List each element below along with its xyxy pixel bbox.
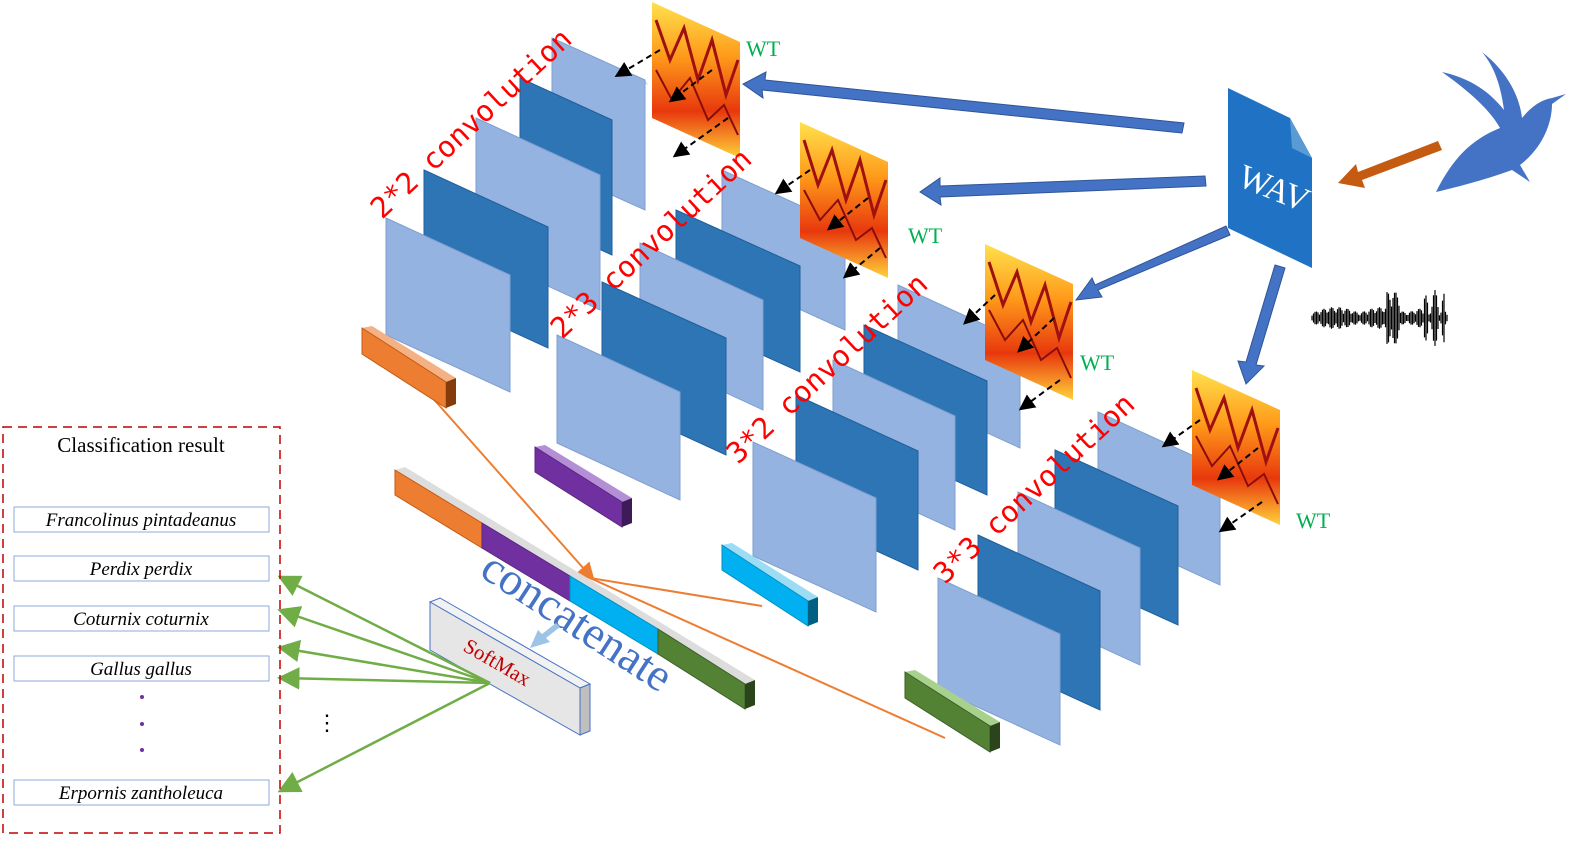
feature-vector-green: [904, 670, 1000, 753]
feature-map-light: [937, 577, 1061, 746]
species-item: Erpornis zantholeuca: [13, 779, 270, 806]
arrow-to-spectrogram-2: [919, 175, 1207, 206]
arrow-to-spectrogram-4: [1237, 264, 1286, 385]
waveform-icon: [1311, 290, 1448, 346]
arrow-to-spectrogram-3: [1074, 225, 1231, 301]
wt-label-1: WT: [746, 36, 781, 61]
svg-text:Erpornis zantholeuca: Erpornis zantholeuca: [58, 783, 223, 804]
dashed-arrows: [614, 49, 1263, 533]
feature-maps-branch-3: [752, 284, 1021, 613]
feature-map-light: [752, 441, 877, 613]
classification-result-panel: Classification result Francolinus pintad…: [2, 426, 281, 834]
wt-label-4: WT: [1296, 508, 1331, 533]
vector-to-concat-lines: [429, 394, 946, 739]
feature-vector-orange: [361, 326, 456, 409]
classification-title: Classification result: [57, 433, 225, 457]
feature-vector-cyan: [721, 543, 818, 627]
feature-maps-branch-2: [556, 169, 846, 501]
bird-to-wav-arrow: [1338, 141, 1442, 188]
wt-label-2: WT: [908, 223, 943, 248]
species-item: Francolinus pintadeanus: [13, 506, 270, 533]
bird-icon: [1436, 52, 1566, 192]
wav-to-spectrogram-arrows: [742, 71, 1286, 385]
ellipsis-dots: [140, 695, 144, 752]
species-item: Gallus gallus: [13, 655, 270, 682]
svg-text:Francolinus pintadeanus: Francolinus pintadeanus: [45, 510, 237, 531]
species-item: Perdix perdix: [13, 555, 270, 582]
wav-file-icon: WAV: [1228, 88, 1315, 268]
svg-text:Gallus gallus: Gallus gallus: [90, 659, 192, 680]
concat-to-softmax-arrow: [530, 623, 560, 648]
species-item: Coturnix coturnix: [13, 605, 270, 632]
spectrogram-1: [652, 2, 740, 158]
softmax-to-result-arrows: [277, 575, 491, 793]
arrow-to-spectrogram-1: [742, 71, 1185, 134]
arrows-ellipsis: ⋮: [316, 710, 338, 735]
feature-map-light: [385, 217, 511, 393]
spectrogram-4: [1192, 370, 1280, 525]
concatenated-vector: [394, 467, 755, 710]
feature-maps-branch-4: [937, 411, 1221, 746]
wt-label-3: WT: [1080, 350, 1115, 375]
spectrogram-3: [985, 244, 1073, 400]
feature-maps-branch-1: [385, 37, 648, 393]
feature-map-light: [556, 334, 681, 501]
svg-text:Coturnix coturnix: Coturnix coturnix: [73, 609, 209, 630]
softmax-block: [428, 597, 592, 736]
spectrogram-2: [800, 122, 888, 278]
svg-text:Perdix perdix: Perdix perdix: [89, 559, 193, 580]
feature-vector-purple: [534, 445, 632, 528]
